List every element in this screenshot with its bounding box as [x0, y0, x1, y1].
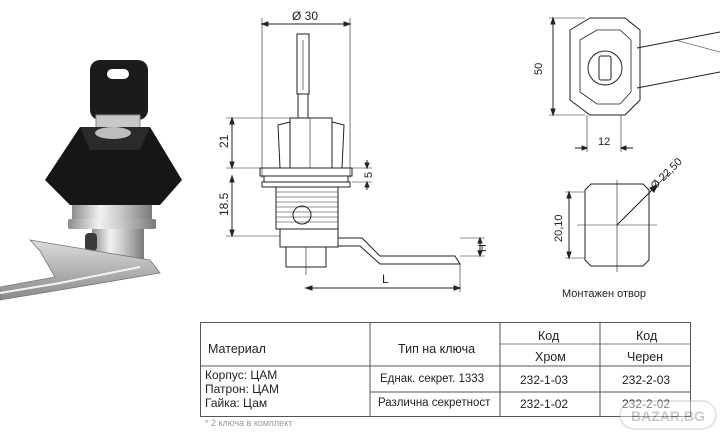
dim-21-label: 21: [217, 134, 231, 148]
footnote: * 2 ключа в комплект: [205, 418, 293, 428]
top-view-drawing: 50 12: [533, 16, 720, 152]
row-chrome-code: 232-1-03: [520, 373, 569, 387]
table-header-chrome: Хром: [535, 350, 566, 364]
mount-hole-caption: Монтажен отвор: [562, 288, 646, 300]
mount-hole-drawing: Ø 22,50 20,10: [553, 156, 685, 272]
dim-d22-label: Ø 22,50: [649, 156, 685, 192]
material-item: Патрон: ЦАМ: [205, 382, 280, 396]
dim-l-label: L: [382, 272, 389, 286]
row-black-code: 232-2-03: [622, 373, 671, 387]
dim-5-label: 5: [363, 172, 375, 178]
row-key-type: Различна секретност: [378, 397, 491, 409]
dim-h-label: H: [477, 244, 489, 252]
watermark-text: BAZAR.BG: [631, 408, 705, 424]
table-header-black: Черен: [627, 350, 664, 364]
mount-hole-outline: [584, 183, 650, 267]
table-header-code-1: Код: [538, 329, 560, 343]
material-item: Корпус: ЦАМ: [205, 368, 278, 382]
front-drawing: Ø 30 21 18.5 5 H L: [217, 9, 489, 292]
material-item: Гайка: Цам: [205, 396, 268, 410]
dim-50-label: 50: [533, 63, 545, 75]
row-black-code: 232-2-02: [622, 397, 670, 411]
product-photo: [0, 60, 182, 301]
watermark-logo: BAZAR.BG: [618, 395, 718, 433]
dim-d30-label: Ø 30: [292, 9, 318, 23]
spec-table-grid: [200, 322, 691, 417]
dim-12-label: 12: [598, 136, 610, 148]
table-header-code-2: Код: [636, 329, 658, 343]
table-header-key-type: Тип на ключа: [398, 342, 476, 356]
dim-18-5-label: 18.5: [217, 192, 231, 216]
dim-20-10-label: 20,10: [553, 214, 565, 242]
row-chrome-code: 232-1-02: [520, 397, 569, 411]
row-key-type: Еднак. секрет. 1333: [380, 373, 485, 385]
table-header-material: Материал: [208, 342, 266, 356]
